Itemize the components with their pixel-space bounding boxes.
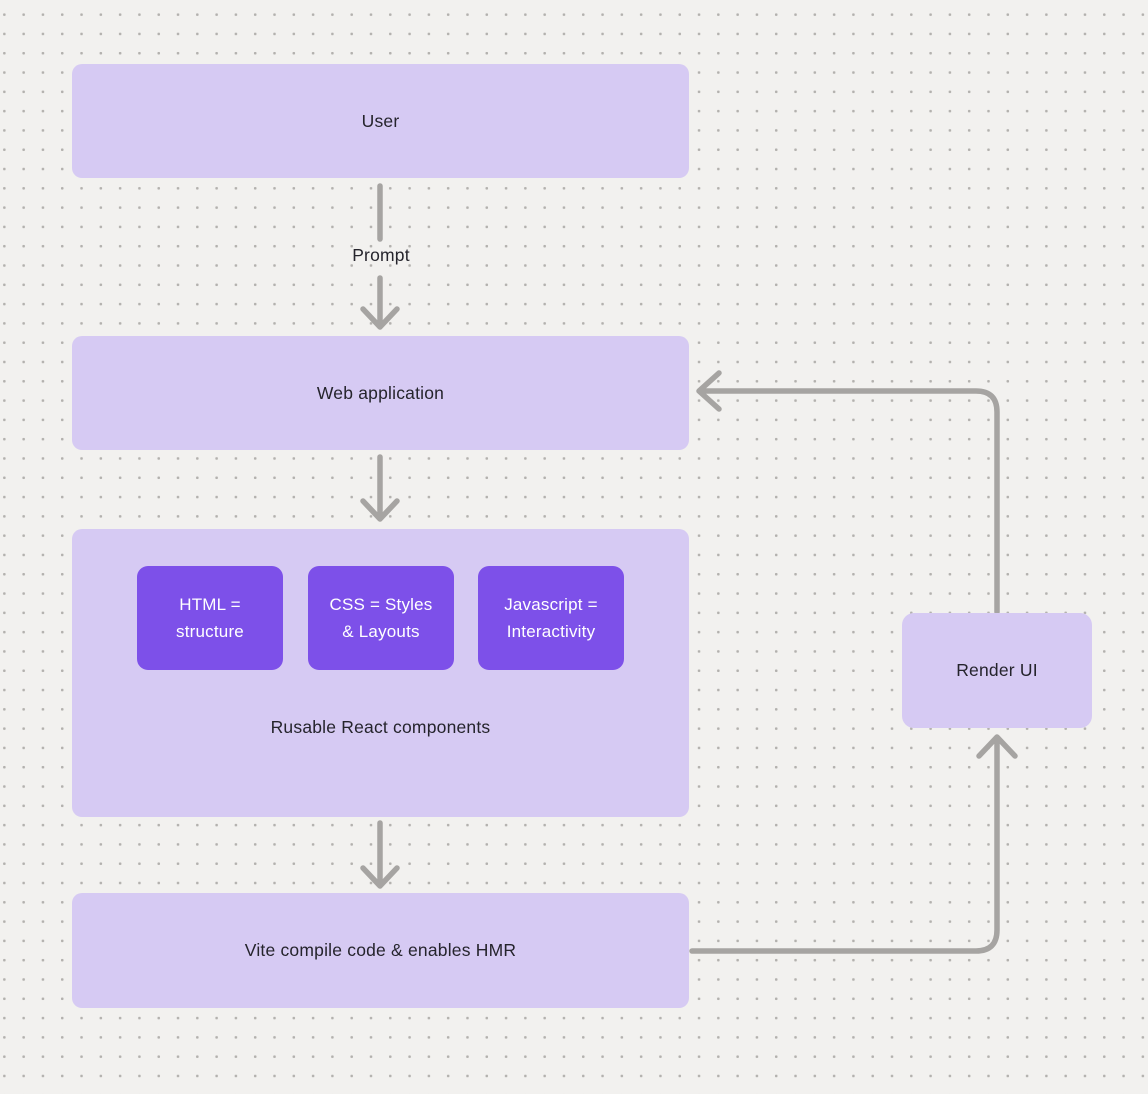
node-render-ui-label: Render UI [956,660,1038,680]
chip-javascript-label: Javascript = Interactivity [504,595,598,641]
arrow-prompt-to-web-application[interactable] [360,275,400,330]
chip-html[interactable]: HTML = structure [137,566,283,670]
group-react-components-caption: Rusable React components [270,717,491,737]
chip-css[interactable]: CSS = Styles & Layouts [308,566,454,670]
connector-render-ui-to-web-application[interactable] [696,370,1000,615]
node-user[interactable]: User [72,64,689,178]
group-react-components[interactable]: HTML = structure CSS = Styles & Layouts … [72,529,689,817]
node-vite-label: Vite compile code & enables HMR [244,940,517,960]
prompt-edge-label-text: Prompt [352,245,410,265]
prompt-edge-label[interactable]: Prompt [281,245,481,266]
node-web-application-label: Web application [316,382,445,403]
chip-html-label: HTML = structure [176,595,244,641]
node-web-application[interactable]: Web application [72,336,689,450]
arrow-components-to-vite[interactable] [360,820,400,889]
chip-css-label: CSS = Styles & Layouts [329,595,433,641]
chip-javascript[interactable]: Javascript = Interactivity [478,566,624,670]
connector-vite-to-render-ui[interactable] [689,734,1018,954]
node-user-label: User [361,110,400,131]
arrow-web-application-to-components[interactable] [360,454,400,522]
node-render-ui[interactable]: Render UI [902,613,1092,728]
node-vite[interactable]: Vite compile code & enables HMR [72,893,689,1008]
